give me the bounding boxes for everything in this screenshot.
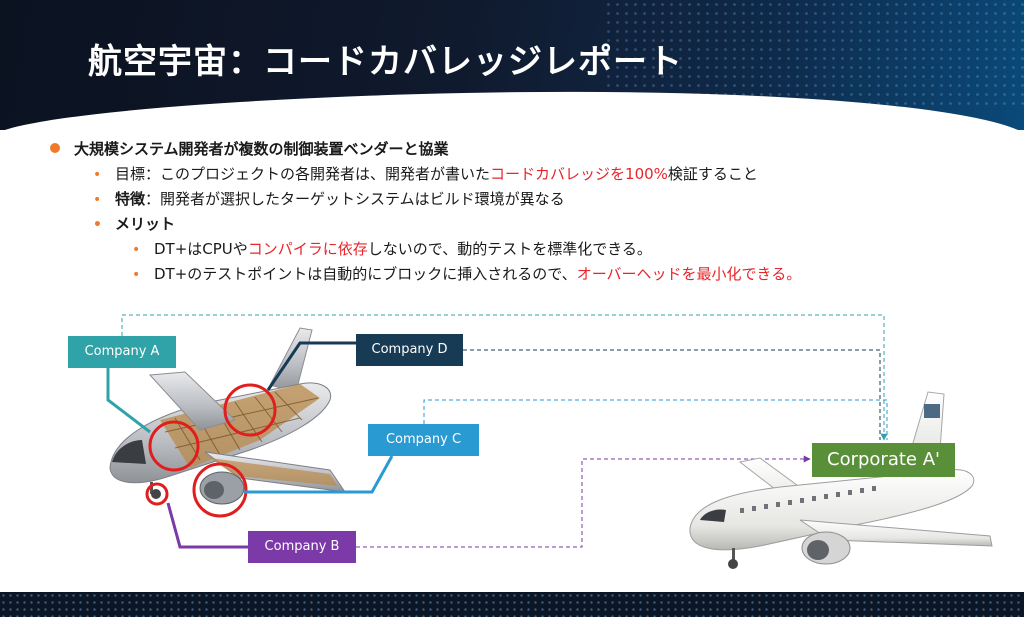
bullet-dot: • (93, 192, 102, 208)
highlight-circle-gear (145, 482, 169, 506)
merit-label: メリット (115, 215, 176, 233)
bullet-goal: • 目標：このプロジェクトの各開発者は、開発者が書いたコードカバレッジを100%検… (93, 163, 758, 186)
cutaway-plane-illustration (109, 327, 347, 518)
bullet-dot (50, 143, 60, 153)
merit2-highlight: オーバーヘッドを最小化できる。 (576, 265, 802, 283)
connector-company-c (423, 399, 888, 440)
connector-company-b (356, 455, 811, 548)
feature-text: ：開発者が選択したターゲットシステムはビルド環境が異なる (145, 190, 565, 208)
bullet-main: 大規模システム開発者が複数の制御装置ベンダーと協業 (50, 138, 449, 160)
bullet-dot: • (93, 167, 102, 183)
footer-dot-pattern (0, 592, 1024, 617)
goal-label: 目標 (115, 165, 146, 183)
highlight-circle-fuselage (223, 383, 277, 437)
feature-label: 特徴 (115, 190, 146, 208)
bullet-dot: • (132, 267, 141, 283)
page-title: 航空宇宙：コードカバレッジレポート (88, 42, 683, 82)
label-corporate: Corporate A' (812, 443, 955, 477)
label-company-a: Company A (68, 336, 176, 368)
bullet-dot: • (132, 242, 141, 258)
leader-company-b (166, 502, 248, 549)
footer-band (0, 592, 1024, 617)
merit1-text-2: しないので、動的テストを標準化できる。 (367, 240, 652, 258)
leader-company-c (244, 455, 394, 494)
bullet-main-text: 大規模システム開発者が複数の制御装置ベンダーと協業 (74, 140, 449, 158)
merit1-text-1: DT+はCPUや (154, 240, 248, 258)
label-company-c: Company C (368, 424, 479, 456)
leader-company-d (266, 341, 356, 391)
corporate-plane-illustration (689, 391, 993, 569)
header-dot-pattern (604, 0, 1024, 110)
label-company-b: Company B (248, 531, 356, 563)
bullet-feature: • 特徴：開発者が選択したターゲットシステムはビルド環境が異なる (93, 188, 565, 211)
connector-company-a (121, 314, 888, 441)
bullet-merit-item-2: • DT+のテストポイントは自動的にブロックに挿入されるので、オーバーヘッドを最小… (132, 263, 801, 286)
goal-highlight: コードカバレッジを100% (490, 165, 668, 183)
bullet-dot: • (93, 217, 102, 233)
label-company-d: Company D (356, 334, 463, 366)
goal-text-1: ：このプロジェクトの各開発者は、開発者が書いた (145, 165, 491, 183)
connector-company-d (463, 349, 881, 440)
bullet-merit-item-1: • DT+はCPUやコンパイラに依存しないので、動的テストを標準化できる。 (132, 238, 652, 261)
bullet-merit: • メリット (93, 213, 175, 236)
leader-company-a (106, 368, 151, 434)
highlight-circle-nose (148, 420, 200, 472)
merit2-text-1: DT+のテストポイントは自動的にブロックに挿入されるので、 (154, 265, 577, 283)
highlight-circle-engine (192, 462, 248, 518)
header-banner (0, 0, 1024, 183)
goal-text-2: 検証すること (667, 165, 758, 183)
merit1-highlight: コンパイラに依存 (247, 240, 368, 258)
